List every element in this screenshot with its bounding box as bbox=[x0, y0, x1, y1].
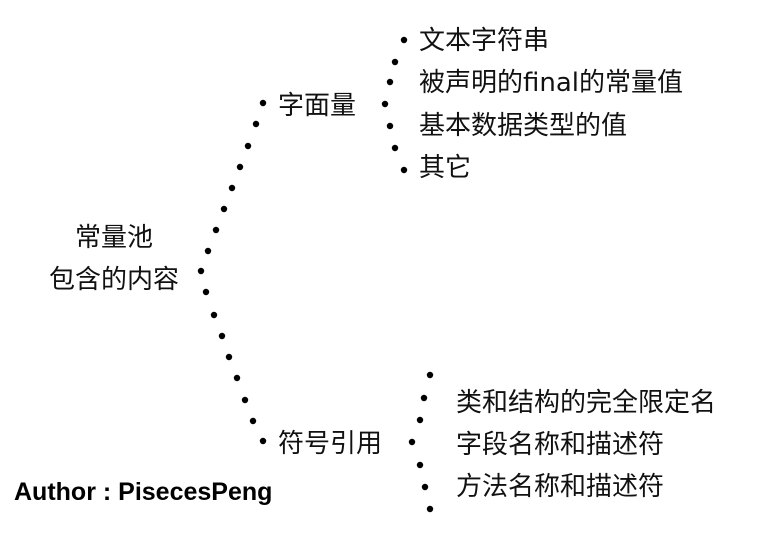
leaf-text-string: 文本字符串 bbox=[419, 26, 550, 56]
literal-bracket-dot-3 bbox=[381, 100, 389, 108]
root-bracket-dot-6 bbox=[212, 226, 220, 234]
symbol-bracket-dot-5 bbox=[421, 483, 429, 491]
root-bracket-dot-16 bbox=[259, 437, 267, 445]
branch-literals: 字面量 bbox=[278, 91, 357, 121]
root-bracket-dot-12 bbox=[225, 353, 233, 361]
root-bracket-dot-4 bbox=[228, 184, 236, 192]
root-bracket-dot-9 bbox=[202, 288, 210, 296]
root-bracket-dot-7 bbox=[204, 247, 212, 255]
literal-bracket-dot-1 bbox=[391, 58, 399, 66]
leaf-field-descriptor: 字段名称和描述符 bbox=[456, 430, 665, 460]
root-bracket-dot-11 bbox=[218, 332, 226, 340]
root-line-2: 包含的内容 bbox=[48, 265, 179, 295]
literal-bracket-dot-4 bbox=[386, 122, 394, 130]
branch-symbol-refs: 符号引用 bbox=[278, 429, 383, 459]
symbol-bracket-dot-1 bbox=[420, 394, 428, 402]
leaf-method-descriptor: 方法名称和描述符 bbox=[456, 472, 665, 502]
root-bracket-dot-2 bbox=[244, 142, 252, 150]
symbol-bracket-dot-2 bbox=[416, 416, 424, 424]
root-bracket-dot-13 bbox=[233, 374, 241, 382]
symbol-bracket-dot-4 bbox=[416, 461, 424, 469]
root-bracket-dot-5 bbox=[220, 205, 228, 213]
symbol-bracket-dot-3 bbox=[408, 438, 416, 446]
leaf-primitive-value: 基本数据类型的值 bbox=[419, 111, 628, 141]
root-bracket-dot-0 bbox=[259, 99, 267, 107]
literal-bracket-dot-6 bbox=[400, 166, 408, 174]
leaf-final-constant: 被声明的final的常量值 bbox=[419, 68, 684, 98]
symbol-bracket-dot-6 bbox=[426, 505, 434, 513]
root-bracket-dot-8 bbox=[197, 267, 205, 275]
root-bracket-dot-3 bbox=[236, 163, 244, 171]
root-node: 常量池 包含的内容 bbox=[40, 222, 188, 296]
root-bracket-dot-15 bbox=[249, 417, 257, 425]
root-line-1: 常量池 bbox=[74, 223, 153, 253]
root-bracket-dot-1 bbox=[252, 120, 260, 128]
symbol-bracket-dot-0 bbox=[426, 371, 434, 379]
root-bracket-dot-10 bbox=[210, 311, 218, 319]
root-bracket-dot-14 bbox=[241, 396, 249, 404]
leaf-other: 其它 bbox=[419, 153, 472, 183]
leaf-qualified-name: 类和结构的完全限定名 bbox=[456, 388, 717, 418]
literal-bracket-dot-2 bbox=[386, 78, 394, 86]
author-credit: Author : PisecesPeng bbox=[14, 478, 273, 506]
literal-bracket-dot-5 bbox=[391, 144, 399, 152]
literal-bracket-dot-0 bbox=[400, 36, 408, 44]
